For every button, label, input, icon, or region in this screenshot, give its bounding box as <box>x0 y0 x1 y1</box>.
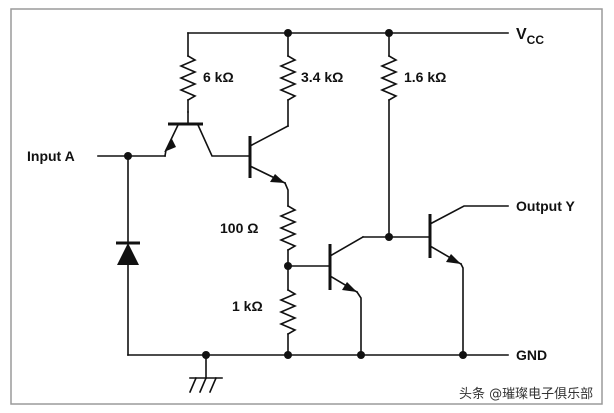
junction-dot <box>284 351 292 359</box>
phase-splitter-transistor <box>248 124 290 185</box>
junction-dot <box>284 29 292 37</box>
junction-dot <box>385 233 393 241</box>
junction-dot <box>202 351 210 359</box>
vcc-label: VCC <box>516 26 544 47</box>
junction-dot <box>124 152 132 160</box>
resistor-1k6 <box>379 54 399 102</box>
resistor-1k-label: 1 kΩ <box>232 298 263 314</box>
resistor-100-label: 100 Ω <box>220 220 258 236</box>
junction-dot <box>284 262 292 270</box>
watermark: 头条 @璀璨电子俱乐部 <box>459 386 593 402</box>
gnd-label: GND <box>516 347 547 363</box>
diagram-frame <box>10 8 603 405</box>
resistor-6k <box>178 54 198 102</box>
input-a-label: Input A <box>27 148 75 164</box>
resistor-3k4 <box>278 54 298 102</box>
lower-transistor <box>328 235 365 356</box>
output-transistor <box>428 205 509 356</box>
output-y-label: Output Y <box>516 198 576 214</box>
junction-dot <box>357 351 365 359</box>
junction-dot <box>459 351 467 359</box>
clamp-diode <box>116 241 140 265</box>
resistor-100 <box>278 204 298 252</box>
resistor-3k4-label: 3.4 kΩ <box>301 69 343 85</box>
resistor-1k <box>278 288 298 336</box>
junction-dot <box>385 29 393 37</box>
resistor-6k-label: 6 kΩ <box>203 69 234 85</box>
resistor-1k6-label: 1.6 kΩ <box>404 69 446 85</box>
input-transistor <box>164 111 249 157</box>
ground-symbol <box>188 354 223 394</box>
